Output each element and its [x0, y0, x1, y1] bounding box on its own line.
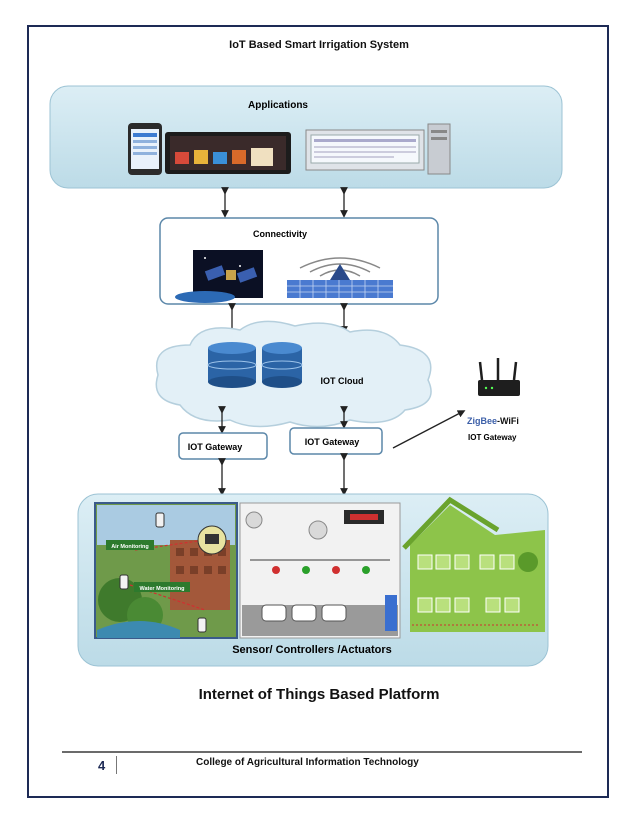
applications-panel: Applications: [49, 85, 563, 189]
footer-text: College of Agricultural Information Tech…: [196, 757, 419, 768]
wireless-tower-icon: [287, 257, 393, 298]
gateway-right-label: IOT Gateway: [305, 437, 360, 447]
wifi-label: -WiFi: [497, 416, 519, 426]
gateway-box-left: IOT Gateway: [178, 432, 268, 460]
zigbee-router-icon: [478, 358, 520, 396]
environment-monitoring-image: Air Monitoring Water Monitoring: [94, 502, 238, 639]
svg-text:ZigBee-WiFi: ZigBee-WiFi: [467, 416, 519, 426]
zigbee-label: ZigBee: [467, 416, 497, 426]
zigbee-gateway-label: IOT Gateway: [468, 433, 517, 442]
smart-home-image: [402, 496, 545, 632]
applications-label: Applications: [248, 100, 308, 111]
sensors-panel: Air Monitoring Water Monitoring: [77, 493, 549, 667]
tablet-icon: [165, 132, 291, 174]
page-number-separator: [116, 756, 117, 774]
figure-caption: Internet of Things Based Platform: [198, 686, 440, 703]
cloud-label: IOT Cloud: [321, 376, 364, 386]
page-number: 4: [98, 758, 106, 773]
gateway-left-label: IOT Gateway: [188, 442, 243, 452]
smart-parking-image: [239, 502, 401, 639]
header-title: IoT Based Smart Irrigation System: [229, 39, 409, 51]
database-icon: [261, 342, 303, 388]
database-icon: [207, 342, 257, 388]
desktop-computer-icon: [305, 123, 451, 175]
satellite-icon: [175, 250, 263, 303]
connectivity-panel: Connectivity: [159, 217, 439, 305]
gateway-box-right: IOT Gateway: [289, 427, 383, 455]
smartphone-icon: [128, 123, 162, 175]
air-monitoring-label: Air Monitoring: [111, 544, 149, 550]
water-monitoring-label: Water Monitoring: [139, 586, 184, 592]
footer-rule: [62, 751, 582, 753]
page-border: [27, 25, 609, 798]
sensors-label: Sensor/ Controllers /Actuators: [232, 644, 392, 656]
connectivity-label: Connectivity: [253, 229, 307, 239]
iot-architecture-diagram: Applications: [49, 85, 563, 667]
iot-cloud: IOT Cloud: [155, 320, 432, 428]
